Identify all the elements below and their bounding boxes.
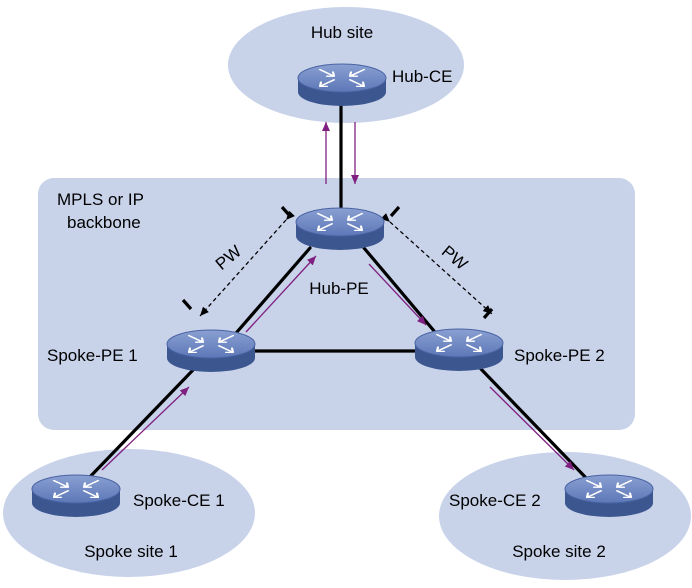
backbone-label-line1: MPLS or IP (57, 190, 144, 209)
spoke-pe-1-router-icon (165, 328, 257, 374)
hub-site-label: Hub site (311, 23, 373, 42)
link-spokepe1-spokece1 (83, 368, 195, 484)
pw-endpoint-ticks (181, 205, 494, 320)
hub-pe-router-icon (294, 206, 386, 252)
spoke-pe-2-router-icon (413, 327, 505, 373)
spoke-ce-1-router-icon (30, 473, 122, 519)
traffic-spokepe2-to-spokece2 (489, 386, 575, 471)
spoke-ce-2-label: Spoke-CE 2 (449, 491, 541, 510)
hub-ce-label: Hub-CE (392, 67, 452, 86)
traffic-arrows (101, 122, 575, 471)
spoke-site-1-label: Spoke site 1 (84, 542, 178, 561)
traffic-spokepe1-to-hubpe (245, 255, 317, 333)
spoke-site-2-label: Spoke site 2 (512, 542, 606, 561)
spoke-pe-2-label: Spoke-PE 2 (514, 346, 605, 365)
traffic-hubpe-to-spokepe2 (368, 263, 427, 326)
traffic-spokece1-to-spokepe1 (101, 386, 190, 471)
spoke-ce-1-label: Spoke-CE 1 (133, 491, 225, 510)
hub-pe-label: Hub-PE (309, 279, 369, 298)
pw-left-arrow (199, 210, 295, 317)
spoke-ce-2-router-icon (563, 473, 655, 519)
backbone-label-line2: backbone (67, 213, 141, 232)
pw-right-arrow (380, 213, 493, 315)
spoke-pe-1-label: Spoke-PE 1 (47, 346, 138, 365)
hub-ce-router-icon (296, 62, 388, 108)
